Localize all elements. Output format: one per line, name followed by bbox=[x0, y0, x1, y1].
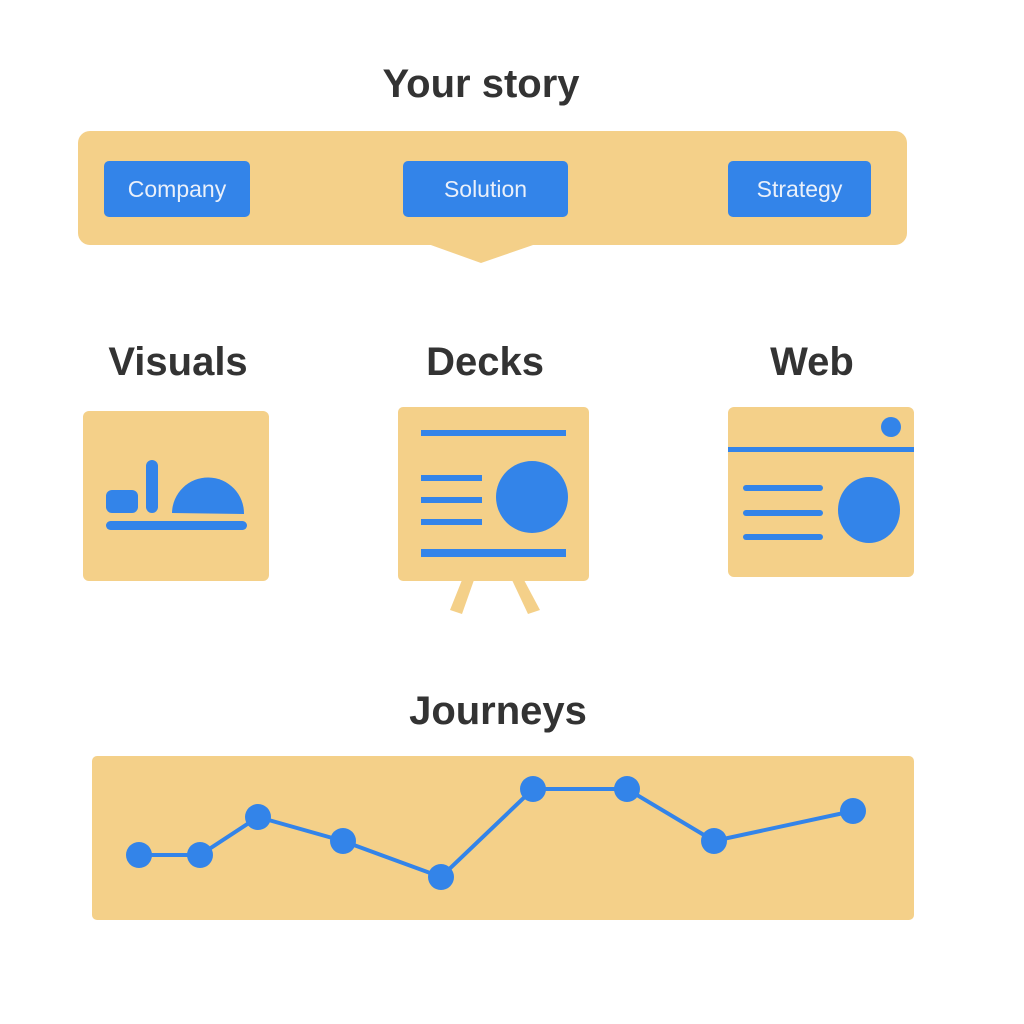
tag-solution[interactable]: Solution bbox=[403, 161, 568, 217]
journey-point bbox=[245, 804, 271, 830]
slide-content-icon bbox=[421, 430, 568, 557]
visuals-chart-icon bbox=[106, 460, 247, 530]
journey-point bbox=[330, 828, 356, 854]
journey-point bbox=[126, 842, 152, 868]
journey-path bbox=[126, 776, 866, 890]
page-title: Your story bbox=[382, 62, 580, 106]
decks-heading: Decks bbox=[426, 340, 544, 384]
tag-company[interactable]: Company bbox=[104, 161, 250, 217]
easel-legs-icon bbox=[450, 580, 540, 614]
visuals-card bbox=[83, 411, 269, 581]
visuals-heading: Visuals bbox=[108, 340, 248, 384]
browser-window-icon bbox=[728, 417, 914, 543]
tag-strategy[interactable]: Strategy bbox=[728, 161, 871, 217]
journey-point bbox=[187, 842, 213, 868]
journey-point bbox=[614, 776, 640, 802]
journeys-heading: Journeys bbox=[409, 689, 587, 733]
web-card bbox=[728, 407, 914, 577]
web-heading: Web bbox=[770, 340, 854, 384]
journey-point bbox=[840, 798, 866, 824]
journey-point bbox=[428, 864, 454, 890]
decks-card bbox=[398, 407, 589, 614]
journey-point bbox=[520, 776, 546, 802]
journeys-card bbox=[92, 756, 914, 920]
journey-point bbox=[701, 828, 727, 854]
